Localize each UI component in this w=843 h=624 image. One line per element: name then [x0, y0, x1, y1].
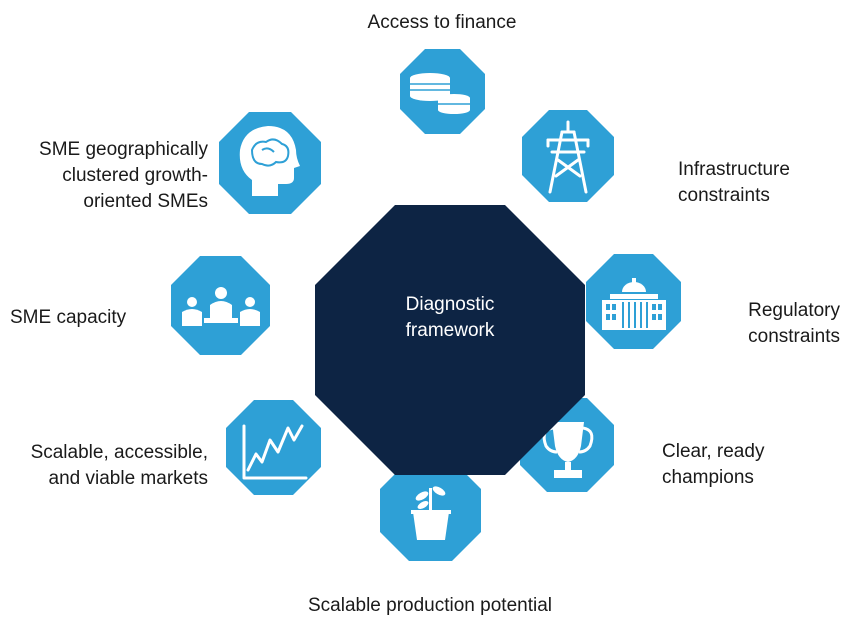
node-sme-clustered	[219, 112, 321, 214]
node-scalable-production-potential	[380, 460, 481, 561]
node-scalable-markets	[226, 400, 321, 495]
coins-icon	[410, 73, 470, 114]
center-label-line-1: Diagnostic	[405, 294, 495, 315]
label-line: constraints	[678, 185, 770, 206]
label-scalable-markets: Scalable, accessible, and viable markets	[0, 440, 208, 492]
label-line: Access to finance	[367, 12, 517, 33]
transmission-tower-icon	[546, 120, 590, 194]
label-line: SME capacity	[10, 307, 127, 328]
label-line: oriented SMEs	[83, 191, 208, 212]
label-line: and viable markets	[48, 468, 208, 489]
node-regulatory-constraints	[586, 254, 681, 349]
label-access-to-finance: Access to finance	[322, 10, 562, 36]
label-line: Infrastructure	[678, 159, 790, 180]
government-building-icon	[602, 278, 666, 330]
label-regulatory-constraints: Regulatory constraints	[690, 298, 840, 350]
node-sme-capacity	[171, 256, 270, 355]
label-line: champions	[662, 467, 754, 488]
meeting-people-icon	[182, 287, 260, 326]
plant-pot-icon	[411, 486, 451, 540]
label-infrastructure-constraints: Infrastructure constraints	[678, 157, 790, 209]
label-line: Scalable production potential	[307, 595, 552, 616]
label-sme-clustered: SME geographically clustered growth- ori…	[0, 137, 208, 215]
node-infrastructure-constraints	[522, 110, 614, 202]
label-sme-capacity: SME capacity	[10, 305, 126, 331]
center-octagon	[315, 205, 585, 475]
center-label-line-2: framework	[405, 320, 495, 341]
label-scalable-production-potential: Scalable production potential	[280, 593, 580, 619]
head-brain-icon	[239, 126, 300, 196]
label-line: constraints	[748, 326, 840, 347]
center-label: Diagnostic framework	[330, 292, 570, 344]
line-chart-icon	[242, 424, 308, 480]
label-line: Clear, ready	[662, 441, 765, 462]
label-clear-ready-champions: Clear, ready champions	[662, 439, 764, 491]
label-line: clustered growth-	[62, 165, 208, 186]
label-line: Regulatory	[748, 300, 840, 321]
node-access-to-finance	[400, 49, 485, 134]
label-line: SME geographically	[39, 139, 208, 160]
label-line: Scalable, accessible,	[30, 442, 208, 463]
octagon-shape	[522, 110, 614, 202]
